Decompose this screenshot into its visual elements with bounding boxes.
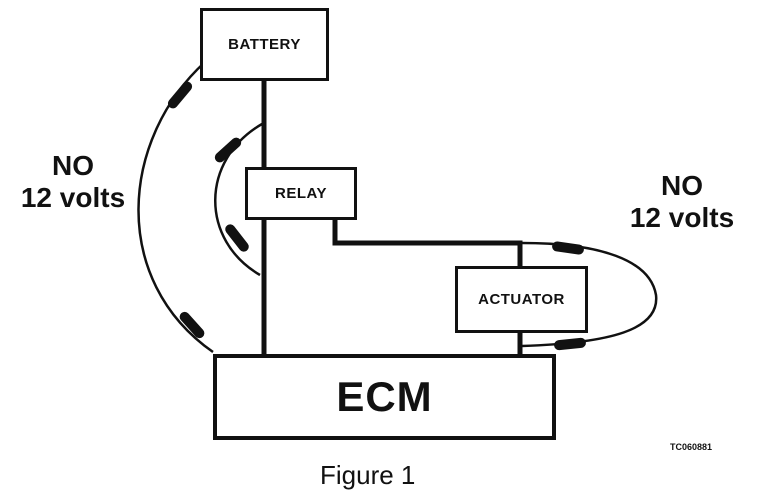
figure-caption: Figure 1	[320, 460, 416, 490]
ecm-box: ECM	[213, 354, 556, 440]
relay-box: RELAY	[245, 167, 357, 220]
left-measurement-line1: NO	[52, 150, 94, 181]
ecm-label: ECM	[336, 373, 433, 420]
probe-tip-right-upper	[552, 241, 584, 255]
left-measurement-label: NO 12 volts	[8, 150, 138, 214]
left-measurement-line2: 12 volts	[20, 182, 126, 213]
wire-relay-actuator	[332, 218, 523, 268]
probe-lead-inner	[214, 122, 263, 277]
right-measurement-line1: NO	[661, 170, 703, 201]
probe-tip-inner-upper	[214, 137, 242, 163]
actuator-box: ACTUATOR	[455, 266, 588, 333]
probe-tip-left-upper	[167, 81, 193, 109]
reference-code: TC060881	[670, 442, 713, 452]
right-measurement-label: NO 12 volts	[612, 170, 752, 234]
probe-tip-left-lower	[179, 311, 205, 339]
probe-tip-inner-lower	[225, 224, 249, 252]
probe-lead-right	[521, 241, 658, 348]
relay-label: RELAY	[275, 185, 327, 202]
probe-tip-right-lower	[554, 337, 586, 351]
actuator-label: ACTUATOR	[478, 291, 565, 308]
right-measurement-line2: 12 volts	[629, 202, 735, 233]
battery-box: BATTERY	[200, 8, 329, 81]
battery-label: BATTERY	[228, 36, 301, 53]
